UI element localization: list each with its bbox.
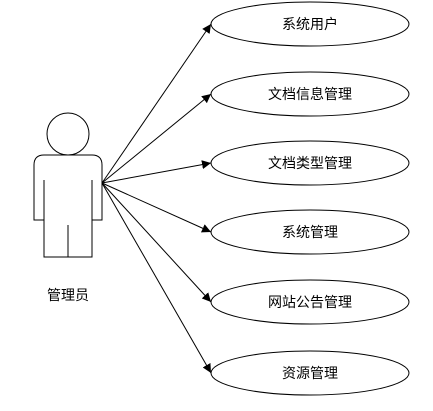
use-case: 文档类型管理 <box>210 140 410 186</box>
actor-body <box>33 154 103 258</box>
association-arrows <box>101 23 212 374</box>
use-case-label: 系统管理 <box>282 225 338 241</box>
use-case-ellipse <box>210 71 410 117</box>
use-case: 资源管理 <box>210 350 410 396</box>
use-case: 网站公告管理 <box>210 279 410 325</box>
use-case-label: 文档类型管理 <box>268 156 352 172</box>
actor-head <box>46 112 90 156</box>
actor-label: 管理员 <box>47 288 89 304</box>
association-arrow <box>101 182 212 303</box>
use-case: 系统用户 <box>210 1 410 47</box>
association-arrow <box>101 160 212 184</box>
association-arrow <box>101 182 212 374</box>
use-case-ellipse <box>210 140 410 186</box>
use-case-ellipse <box>210 209 410 255</box>
use-case-label: 资源管理 <box>282 366 338 382</box>
use-case-label: 文档信息管理 <box>268 86 352 103</box>
use-case-ellipse <box>210 279 410 325</box>
use-case-ellipse <box>210 1 410 47</box>
association-arrow <box>101 93 212 184</box>
use-case-label: 网站公告管理 <box>268 295 352 311</box>
use-case-ellipse <box>210 350 410 396</box>
association-arrow <box>101 182 212 233</box>
actor-figure <box>33 112 103 258</box>
use-case: 文档信息管理 <box>210 71 410 117</box>
association-arrow <box>101 23 212 184</box>
use-case-label: 系统用户 <box>282 16 338 33</box>
use-case: 系统管理 <box>210 209 410 255</box>
